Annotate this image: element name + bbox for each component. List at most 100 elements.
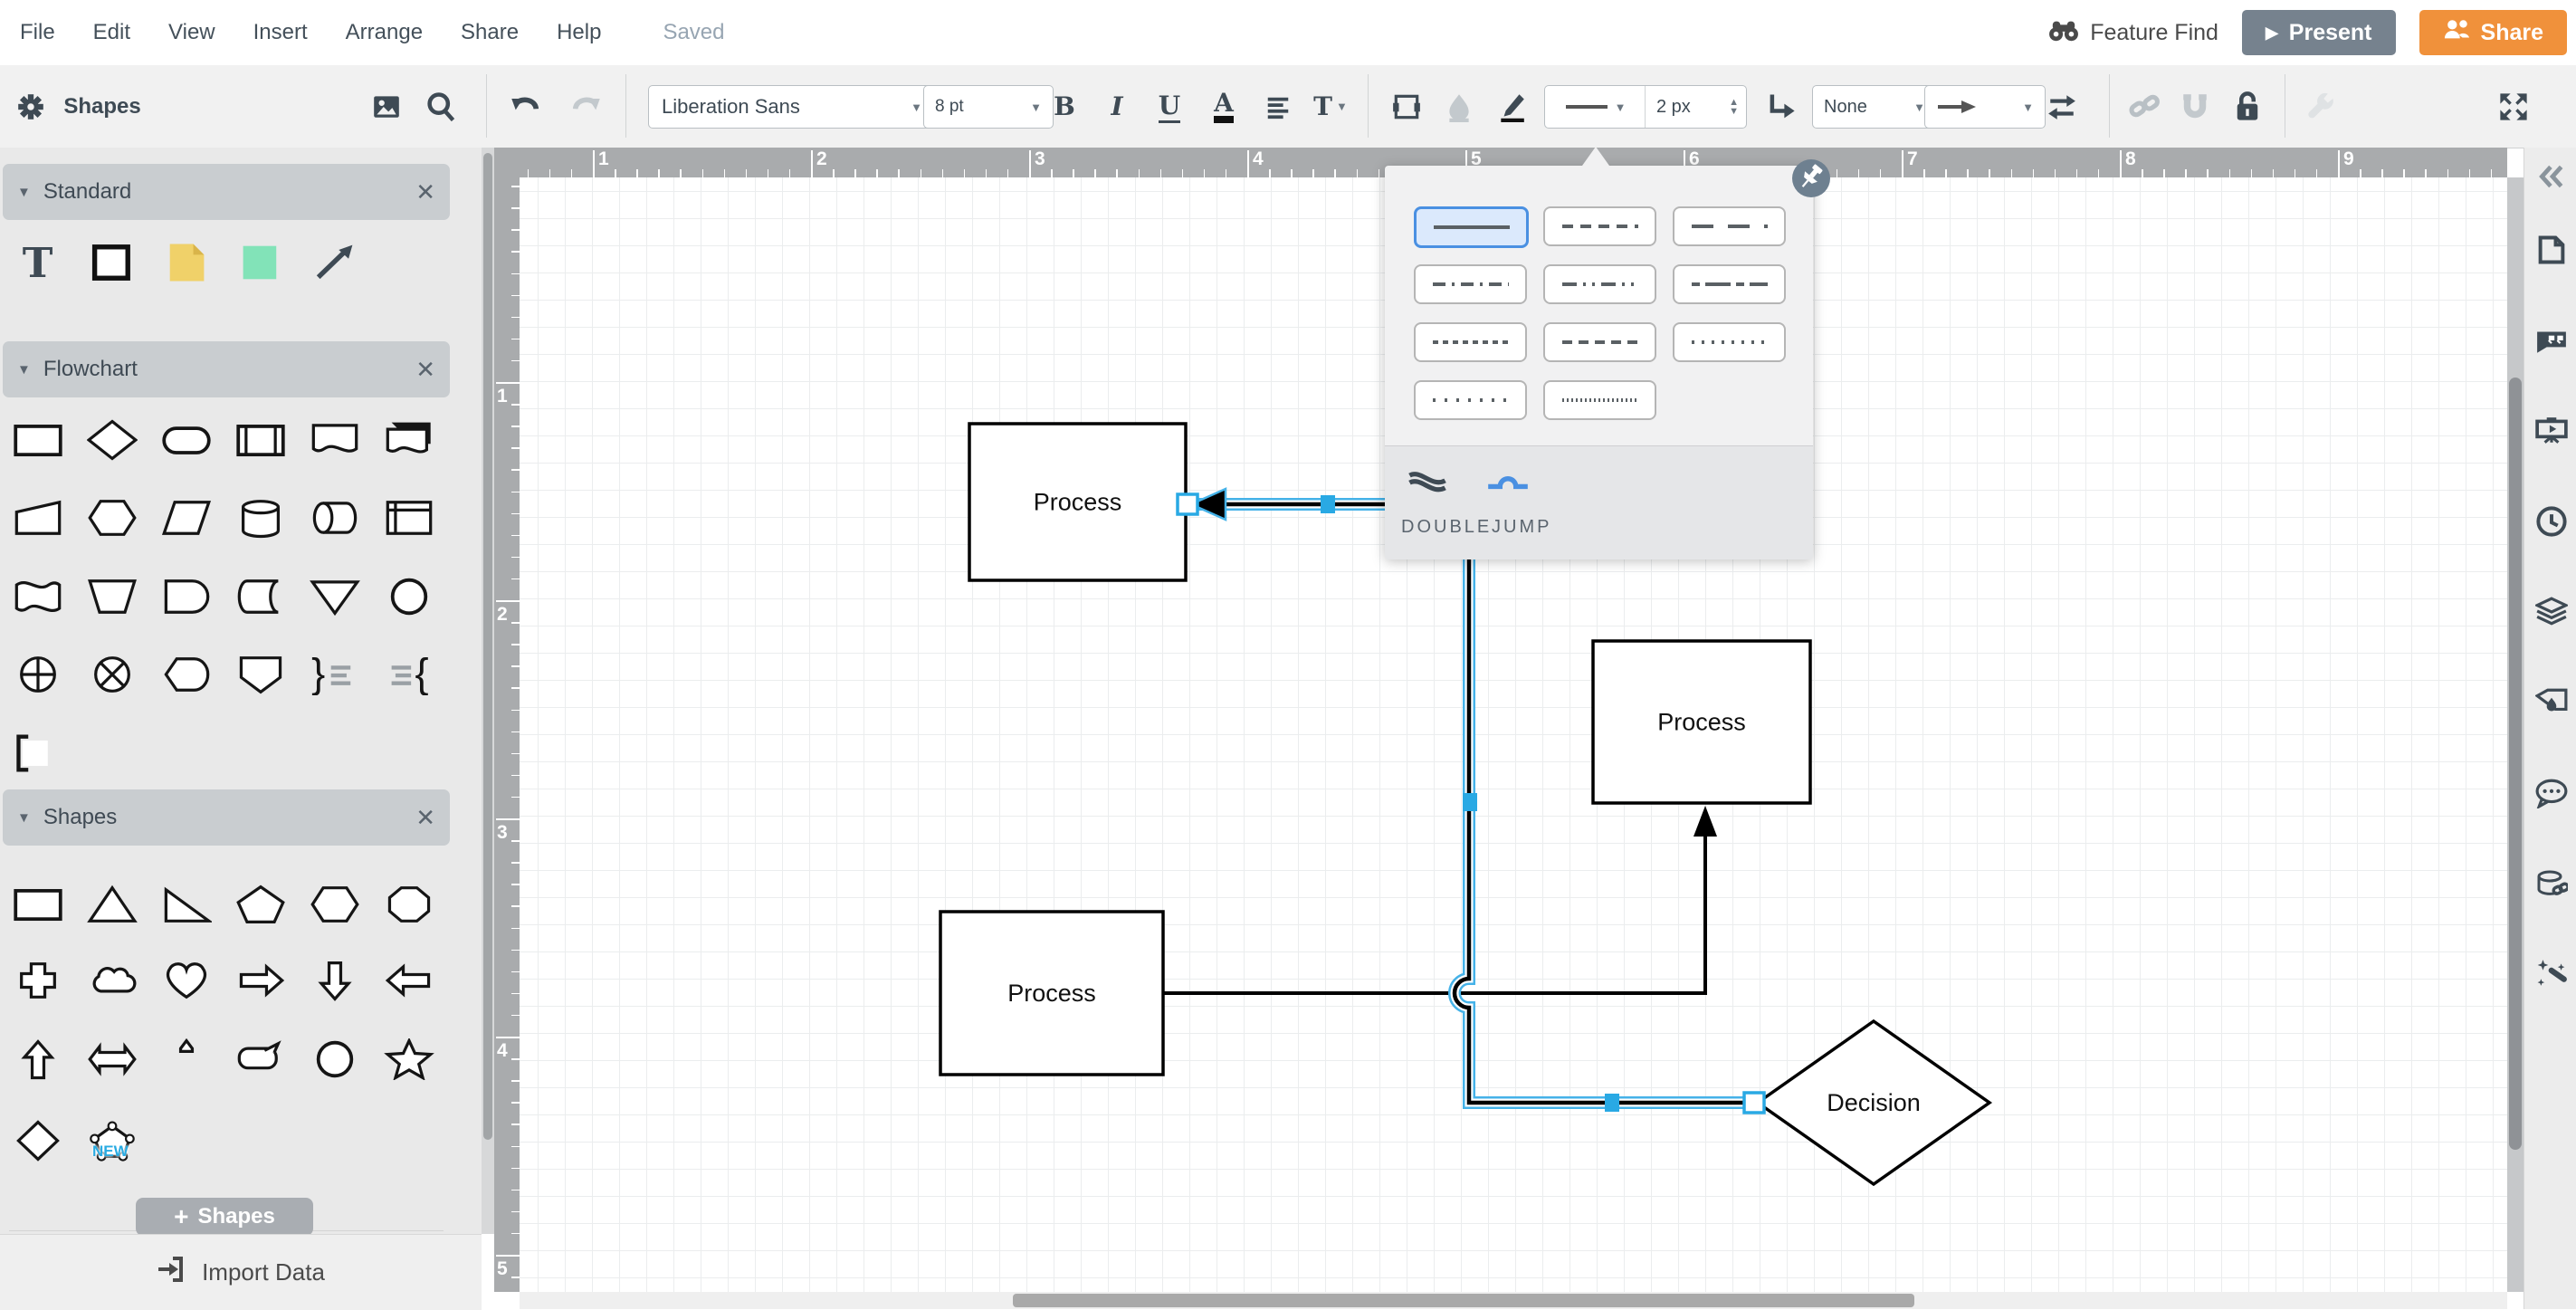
- panel-scrollbar[interactable]: [482, 148, 494, 1234]
- palette-shape-stored-data[interactable]: [234, 574, 288, 619]
- line-jump-icon[interactable]: [1486, 470, 1530, 498]
- close-icon[interactable]: ✕: [415, 356, 435, 384]
- palette-shape-octagon[interactable]: [382, 882, 436, 927]
- line-style-option-dotted[interactable]: [1414, 380, 1527, 420]
- redo-icon[interactable]: [563, 65, 608, 148]
- advanced-tools-icon[interactable]: [2299, 65, 2344, 148]
- close-icon[interactable]: ✕: [415, 178, 435, 206]
- text-align-icon[interactable]: [1256, 65, 1300, 148]
- palette-shape-multiple-documents[interactable]: [382, 417, 436, 463]
- palette-shape-decision[interactable]: [85, 417, 139, 463]
- palette-shape-display[interactable]: [159, 652, 214, 697]
- line-start-select[interactable]: None ▼: [1812, 85, 1937, 129]
- palette-shape-block-arrow-up-down[interactable]: [159, 1037, 214, 1082]
- double-line-icon[interactable]: [1407, 466, 1448, 502]
- connector-endpoint-handle[interactable]: [1178, 494, 1197, 514]
- line-jump-label[interactable]: JUMP: [1492, 517, 1551, 538]
- palette-shape-right-triangle[interactable]: [159, 882, 214, 927]
- palette-shape-predefined-process[interactable]: [234, 417, 288, 463]
- connector-endpoint-handle[interactable]: [1744, 1093, 1764, 1113]
- line-style-option-solid[interactable]: [1414, 206, 1529, 248]
- line-style-option-long-dash[interactable]: [1673, 206, 1786, 246]
- line-style-option-medium-dash[interactable]: [1543, 322, 1656, 362]
- notes-icon[interactable]: [2535, 324, 2568, 357]
- line-style-option-dense-dash[interactable]: [1414, 322, 1527, 362]
- palette-shape-block-arrow-up[interactable]: [11, 1037, 65, 1082]
- shape-style-icon[interactable]: [2535, 686, 2568, 719]
- line-width-stepper[interactable]: 2 px ▲▼: [1646, 86, 1746, 128]
- line-style-option-spaced-dash[interactable]: [1673, 322, 1786, 362]
- magic-wand-icon[interactable]: [2535, 958, 2568, 990]
- palette-shape-brace-note-right[interactable]: }: [308, 652, 362, 697]
- document-icon[interactable]: [2535, 234, 2568, 266]
- palette-shape-square[interactable]: [11, 882, 65, 927]
- connector-midpoint-handle[interactable]: [1463, 793, 1477, 811]
- hyperlink-icon[interactable]: [2122, 65, 2167, 148]
- panel-scrollbar-thumb[interactable]: [483, 153, 492, 1140]
- palette-shape-process[interactable]: [11, 417, 65, 463]
- palette-shape-document[interactable]: [308, 417, 362, 463]
- line-style-option-dash-dot[interactable]: [1414, 264, 1527, 304]
- search-shapes-icon[interactable]: [418, 65, 463, 148]
- palette-shape-sticky-note[interactable]: [234, 240, 288, 285]
- palette-shape-block-arrow-right[interactable]: [234, 958, 288, 1003]
- lock-icon[interactable]: [2225, 65, 2270, 148]
- palette-shape-connector[interactable]: [382, 574, 436, 619]
- share-button[interactable]: Share: [2419, 10, 2567, 55]
- palette-shape-paper-tape[interactable]: [11, 574, 65, 619]
- menu-item-insert[interactable]: Insert: [253, 20, 308, 45]
- pin-popup-button[interactable]: [1792, 159, 1830, 197]
- palette-shape-hexagon[interactable]: [308, 882, 362, 927]
- palette-shape-block-arrow-down[interactable]: [308, 958, 362, 1003]
- canvas-vertical-scrollbar[interactable]: [2507, 177, 2524, 1292]
- connector-midpoint-handle[interactable]: [1605, 1094, 1619, 1112]
- shape-outline-icon[interactable]: [1383, 65, 1430, 148]
- palette-shape-direct-access-storage[interactable]: [308, 495, 362, 540]
- underline-button[interactable]: U: [1148, 65, 1191, 148]
- present-button[interactable]: ▶ Present: [2242, 10, 2396, 55]
- palette-shape-heart[interactable]: [159, 958, 214, 1003]
- close-icon[interactable]: ✕: [415, 804, 435, 832]
- palette-shape-pentagon[interactable]: [234, 882, 288, 927]
- collapse-panel-icon[interactable]: [2535, 160, 2568, 193]
- magnetize-icon[interactable]: [2172, 65, 2218, 148]
- palette-shape-preparation[interactable]: [85, 495, 139, 540]
- palette-shape-manual-input[interactable]: [11, 495, 65, 540]
- gear-icon[interactable]: [13, 65, 49, 148]
- palette-shape-delay[interactable]: [159, 574, 214, 619]
- canvas-horizontal-scrollbar-thumb[interactable]: [1013, 1294, 1914, 1307]
- palette-shape-callout[interactable]: [234, 1037, 288, 1082]
- comments-icon[interactable]: [2535, 777, 2568, 809]
- palette-shape-brace-note-left[interactable]: {: [382, 652, 436, 697]
- palette-shape-cross[interactable]: [11, 958, 65, 1003]
- present-mode-icon[interactable]: [2535, 415, 2568, 447]
- palette-shape-or[interactable]: [11, 652, 65, 697]
- text-options-button[interactable]: T▼: [1307, 65, 1354, 148]
- palette-shape-diamond[interactable]: [11, 1118, 65, 1163]
- line-style-option-dash-long-dash[interactable]: [1673, 264, 1786, 304]
- palette-shape-note[interactable]: [159, 240, 214, 285]
- palette-shape-cloud[interactable]: [85, 958, 139, 1003]
- menu-item-help[interactable]: Help: [557, 20, 601, 45]
- insert-image-icon[interactable]: [364, 65, 409, 148]
- palette-shape-arrow[interactable]: [308, 240, 362, 285]
- palette-shape-off-page-connector[interactable]: [234, 652, 288, 697]
- menu-item-arrange[interactable]: Arrange: [346, 20, 423, 45]
- connector-midpoint-handle[interactable]: [1321, 495, 1335, 513]
- palette-shape-rectangle[interactable]: [85, 240, 139, 285]
- palette-shape-terminator[interactable]: [159, 417, 214, 463]
- menu-item-edit[interactable]: Edit: [93, 20, 130, 45]
- swap-endpoints-icon[interactable]: [2038, 65, 2085, 148]
- palette-shape-triangle[interactable]: [85, 882, 139, 927]
- section-header-standard[interactable]: ▼Standard✕: [3, 164, 450, 220]
- text-color-button[interactable]: A: [1200, 65, 1247, 148]
- palette-shape-text[interactable]: T: [11, 240, 65, 285]
- bold-button[interactable]: B: [1043, 65, 1086, 148]
- stepper-arrows-icon[interactable]: ▲▼: [1729, 98, 1739, 116]
- line-style-option-dash-dot-dot[interactable]: [1543, 264, 1656, 304]
- section-header-shapes[interactable]: ▼Shapes✕: [3, 789, 450, 846]
- line-style-select[interactable]: ▼: [1545, 86, 1646, 128]
- palette-shape-data[interactable]: [159, 495, 214, 540]
- line-style-option-dashed[interactable]: [1543, 206, 1656, 246]
- palette-shape-summing-junction[interactable]: [85, 652, 139, 697]
